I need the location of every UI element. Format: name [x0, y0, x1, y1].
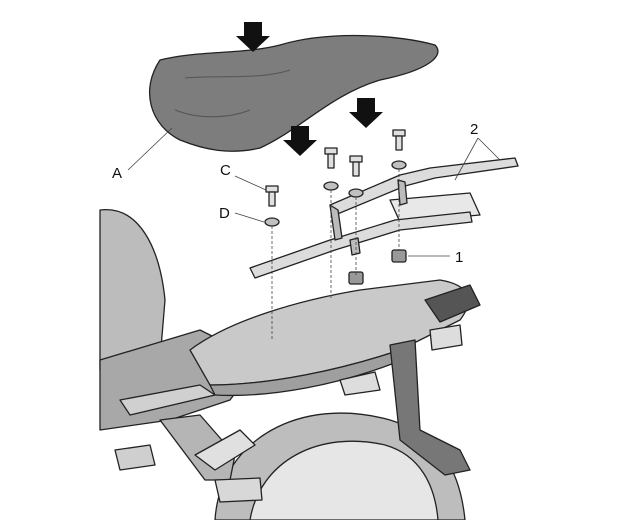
- tail-cowl: [189, 279, 469, 397]
- leader-c: [234, 175, 267, 191]
- down-arrow-icon: [236, 22, 270, 52]
- down-arrow-icon: [349, 98, 383, 128]
- spacer: [348, 249, 407, 285]
- leader-2a: [454, 137, 479, 181]
- leader-d: [234, 212, 265, 223]
- bolt: [265, 129, 406, 207]
- label-washer: D: [219, 205, 230, 222]
- bolts-washers: [264, 129, 407, 340]
- motorcycle-frame: [99, 209, 263, 503]
- label-spacer: 1: [455, 249, 463, 266]
- rack-part-2: [249, 157, 519, 279]
- label-rack: 2: [470, 121, 478, 138]
- label-seat: A: [112, 165, 122, 182]
- label-bolt: C: [220, 162, 231, 179]
- taillight-and-turn-signals: [339, 284, 481, 476]
- washer: [264, 160, 407, 227]
- leader-2b: [477, 137, 501, 161]
- seat-part-a: [148, 34, 439, 152]
- rear-tire: [214, 412, 466, 520]
- down-arrow-icon: [283, 126, 317, 156]
- leader-a: [127, 127, 173, 171]
